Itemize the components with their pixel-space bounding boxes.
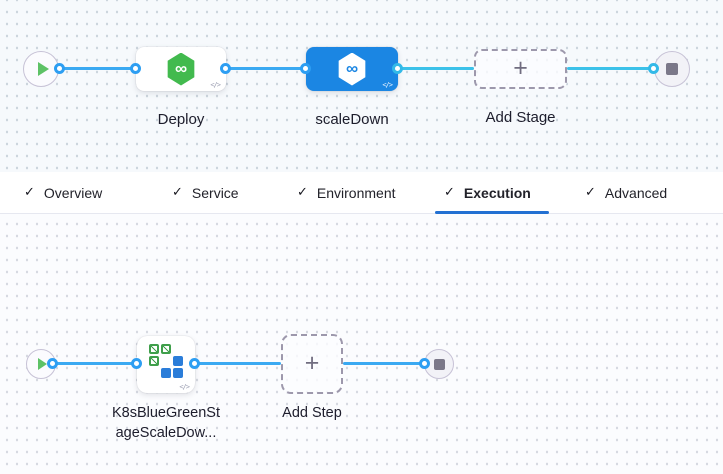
stage-config-tabbar: ✓ Overview ✓ Service ✓ Environment ✓ Exe…: [0, 172, 723, 214]
connector-line: [343, 362, 425, 365]
tab-label: Overview: [43, 184, 103, 201]
connector-port: [220, 63, 231, 74]
connector-port: [130, 63, 141, 74]
pipeline-end-node: [654, 51, 690, 87]
cd-stage-icon: ∞: [167, 52, 195, 86]
check-icon: ✓: [172, 185, 183, 200]
plus-icon: +: [304, 348, 320, 377]
stop-icon: [666, 63, 678, 75]
check-icon: ✓: [297, 185, 308, 200]
play-icon: [37, 62, 49, 76]
add-stage-label: Add Stage: [485, 109, 556, 126]
plus-icon: +: [513, 53, 528, 82]
connector-line: [398, 67, 474, 70]
connector-line: [53, 362, 137, 365]
connector-port: [54, 63, 65, 74]
tab-label: Advanced: [604, 184, 668, 201]
check-icon: ✓: [24, 185, 35, 200]
tab-label: Execution: [463, 184, 531, 201]
tab-label: Service: [191, 184, 239, 201]
connector-port: [648, 63, 659, 74]
tab-advanced[interactable]: ✓ Advanced: [585, 172, 667, 213]
stage-label-deploy: Deploy: [157, 111, 205, 128]
add-stage-button[interactable]: +: [474, 49, 567, 89]
check-icon: ✓: [585, 185, 596, 200]
check-icon: ✓: [444, 185, 455, 200]
pipeline-start-node: [23, 51, 59, 87]
connector-line: [195, 362, 281, 365]
tab-label: Environment: [316, 184, 396, 201]
step-card-k8s-bluegreen-scaledown[interactable]: </>: [137, 336, 195, 393]
add-step-button[interactable]: +: [281, 334, 343, 394]
step-label-line2: ageScaleDow...: [115, 425, 217, 441]
active-tab-underline: [435, 211, 549, 214]
connector-port: [300, 63, 311, 74]
connector-port: [189, 358, 200, 369]
connector-port: [131, 358, 142, 369]
tab-execution[interactable]: ✓ Execution: [444, 172, 531, 213]
code-icon: </>: [382, 81, 393, 89]
code-icon: </>: [210, 81, 221, 89]
stage-card-deploy[interactable]: ∞ </>: [136, 47, 226, 91]
execution-graph-canvas[interactable]: [0, 214, 723, 474]
connector-line: [60, 67, 136, 70]
connector-port: [47, 358, 58, 369]
step-label-line1: K8sBlueGreenSt: [111, 405, 220, 421]
tab-overview[interactable]: ✓ Overview: [24, 172, 102, 213]
cd-stage-icon: ∞: [338, 52, 366, 86]
k8s-bluegreen-icon: [149, 344, 183, 378]
connector-port: [419, 358, 430, 369]
add-step-label: Add Step: [282, 405, 342, 421]
stop-icon: [433, 358, 445, 370]
step-label: K8sBlueGreenSt ageScaleDow...: [93, 403, 239, 443]
tab-service[interactable]: ✓ Service: [172, 172, 239, 213]
connector-line: [226, 67, 306, 70]
connector-line: [567, 67, 654, 70]
code-icon: </>: [179, 383, 190, 391]
connector-port: [392, 63, 403, 74]
play-icon: [38, 358, 47, 370]
stage-card-scaledown[interactable]: ∞ </>: [306, 47, 398, 91]
stage-label-scaledown: scaleDown: [315, 111, 389, 128]
tab-environment[interactable]: ✓ Environment: [297, 172, 396, 213]
